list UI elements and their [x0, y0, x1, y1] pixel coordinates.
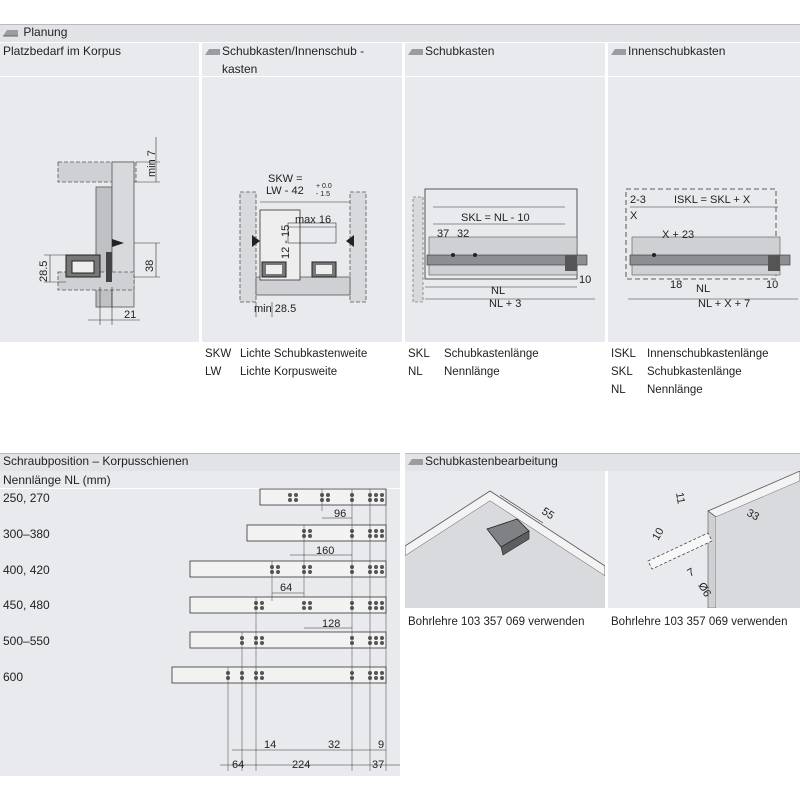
- column-title-platzbedarf: Platzbedarf im Korpus: [3, 44, 122, 58]
- column-title-innenschubkasten: Innenschubkasten: [611, 44, 725, 59]
- dim-skw-b: LW - 42: [266, 185, 304, 197]
- diagram-innenschubkasten: 2-3 ISKL = SKL + X X X + 23 18 NL 10 NL …: [625, 188, 798, 310]
- dim-nl: NL: [491, 285, 505, 297]
- dim-10-m: 10: [650, 526, 667, 543]
- dim-55: 55: [539, 505, 556, 522]
- dim-max16: max 16: [295, 214, 331, 226]
- dim-skw-a: SKW =: [268, 173, 303, 185]
- panel-schubkasten: [405, 43, 605, 342]
- dim-min7: min 7: [146, 150, 158, 177]
- dim-nl-isk: NL: [696, 283, 710, 295]
- dim-11: 11: [673, 491, 687, 504]
- machining-caption-2: Bohrlehre 103 357 069 verwenden: [611, 616, 788, 628]
- row-label-250: 250, 270: [3, 491, 50, 505]
- folder-tab-icon: [408, 49, 423, 55]
- rail-500: [189, 631, 387, 649]
- dim-12-15: 12 - 15: [280, 225, 292, 259]
- rail-300: [246, 524, 387, 542]
- dim-37-b: 37: [372, 759, 384, 771]
- screw-rails-diagram: 96 160 64 128 14 32 9 64 224 37: [171, 488, 400, 771]
- machining-header: Schubkastenbearbeitung: [405, 453, 800, 471]
- dim-nl3: NL + 3: [489, 298, 521, 310]
- dim-28-5: 28.5: [38, 261, 50, 282]
- dim-32-b: 32: [328, 739, 340, 751]
- dim-10-isk: 10: [766, 279, 778, 291]
- dim-18: 18: [670, 279, 682, 291]
- panel-innenschubkasten: [608, 43, 800, 342]
- row-label-300: 300–380: [3, 527, 50, 541]
- folder-tab-icon: [611, 49, 626, 55]
- rail-400: [189, 560, 387, 578]
- row-label-600: 600: [3, 670, 24, 684]
- dim-tol-plus: + 0.0: [316, 183, 332, 190]
- dim-33: 33: [745, 507, 761, 523]
- rail-250: [259, 488, 387, 506]
- dim-9: 9: [378, 739, 384, 751]
- dim-64-b: 64: [232, 759, 244, 771]
- dim-21: 21: [124, 309, 136, 321]
- dim-tol-minus: - 1.5: [316, 191, 330, 198]
- planung-title: Planung: [23, 25, 68, 39]
- column-title-schubkasten-innen: Schubkasten/Innenschub -: [205, 44, 364, 59]
- dim-2-3: 2-3: [630, 194, 646, 206]
- panel-screw: [0, 471, 400, 776]
- folder-tab-icon: [3, 30, 18, 37]
- dim-x: X: [630, 210, 638, 222]
- dim-min28-5: min 28.5: [254, 303, 296, 315]
- dim-128: 128: [322, 618, 340, 630]
- dim-96: 96: [334, 508, 346, 520]
- dim-iskl: ISKL = SKL + X: [674, 194, 751, 206]
- row-label-400: 400, 420: [3, 563, 50, 577]
- rail-450: [189, 596, 387, 614]
- dim-224: 224: [292, 759, 310, 771]
- machining-diagram-2: 11 10 33 7 Ø6: [647, 471, 800, 608]
- dim-160: 160: [316, 545, 334, 557]
- dim-64-a: 64: [280, 582, 292, 594]
- machining-title: Schubkastenbearbeitung: [425, 454, 558, 468]
- machining-diagram-1: 55: [405, 490, 605, 608]
- machining-caption-1: Bohrlehre 103 357 069 verwenden: [408, 616, 585, 628]
- dim-37: 37: [437, 228, 449, 240]
- diagram-skw: SKW = LW - 42 + 0.0 - 1.5 max 16 12 - 15…: [239, 173, 367, 317]
- diagram-schubkasten: SKL = NL - 10 37 32 10 NL NL + 3: [412, 188, 595, 310]
- screw-subtitle: Nennlänge NL (mm): [3, 473, 111, 487]
- screw-header: Schraubposition – Korpusschienen: [0, 453, 400, 471]
- dim-7: 7: [686, 566, 697, 579]
- screw-title: Schraubposition – Korpusschienen: [3, 454, 189, 468]
- row-label-500: 500–550: [3, 634, 50, 648]
- dim-skl: SKL = NL - 10: [461, 212, 530, 224]
- diagram-platzbedarf: min 7 38 28.5 21: [38, 137, 160, 325]
- dim-nlx7: NL + X + 7: [698, 298, 750, 310]
- planung-header: Planung: [0, 24, 800, 42]
- dim-38: 38: [144, 260, 156, 272]
- column-title-schubkasten-innen-line2: kasten: [222, 62, 258, 76]
- row-label-450: 450, 480: [3, 598, 50, 612]
- column-title-schubkasten: Schubkasten: [408, 44, 494, 59]
- dim-14: 14: [264, 739, 276, 751]
- dim-x23: X + 23: [662, 229, 694, 241]
- folder-tab-icon: [408, 459, 423, 465]
- dim-10: 10: [579, 274, 591, 286]
- dim-32: 32: [457, 228, 469, 240]
- rail-600: [171, 666, 387, 684]
- folder-tab-icon: [205, 49, 220, 55]
